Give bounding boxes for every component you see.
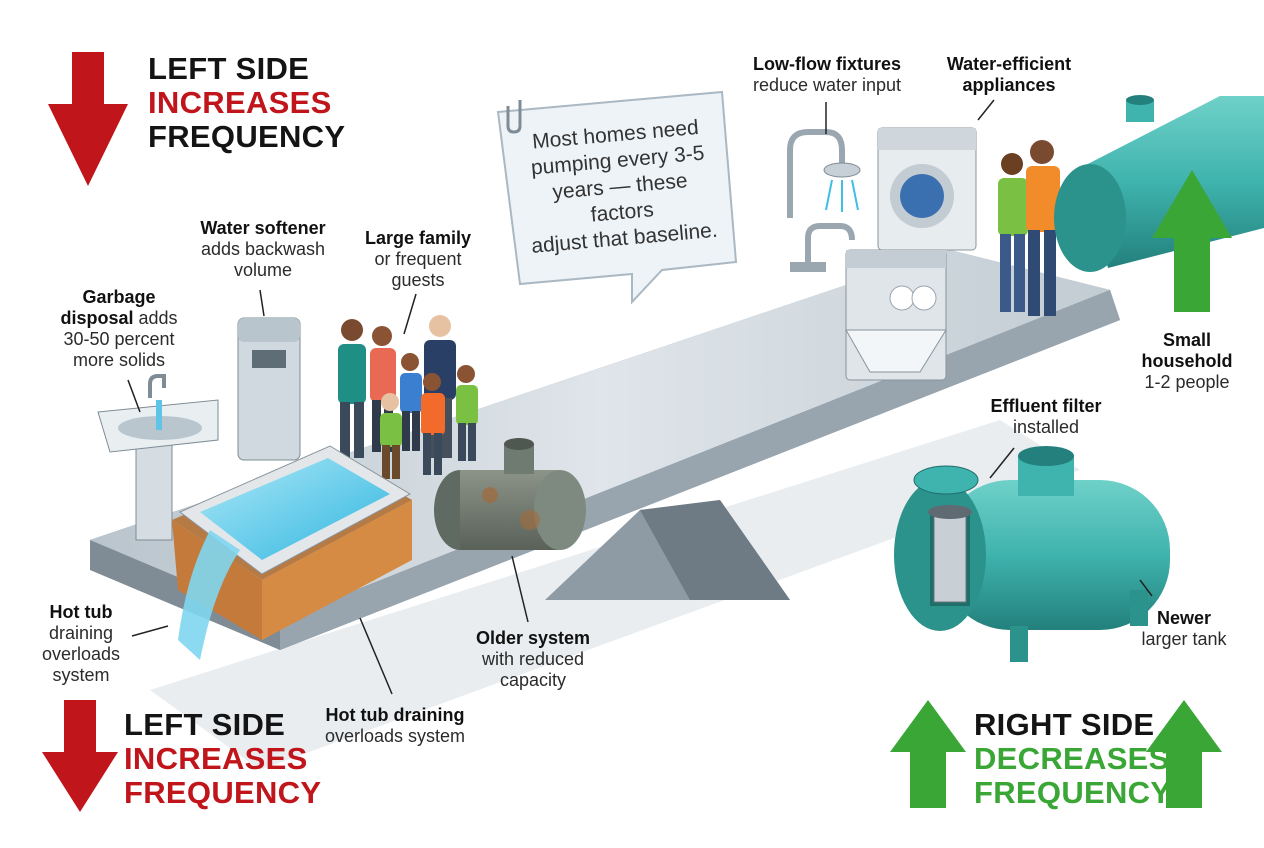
overflow-water [178,530,240,660]
headline-top-left: LEFT SIDE INCREASES FREQUENCY [148,52,345,154]
headline-line: FREQUENCY [124,775,322,810]
label-title: Newer [1156,608,1212,628]
label-line: 1-2 people [1144,372,1230,392]
headline-line: INCREASES [148,85,332,120]
hot-tub-illustration [172,445,412,660]
label-title: disposal [60,308,134,328]
label-title: Low-flow fixtures [753,54,901,74]
label-title: Water softener [200,218,326,238]
label-garbage-disposal: Garbage disposal adds 30-50 percent more… [44,287,194,371]
label-older-system: Older system with reduced capacity [458,628,608,691]
headline-line: LEFT SIDE [148,51,310,86]
sink-illustration [97,374,219,541]
label-line: volume [233,260,293,280]
label-efficient-appliances: Water-efficient appliances [928,54,1090,96]
label-line: reduce water input [752,75,902,95]
label-title: Garbage [82,287,156,307]
label-text: adds [133,308,178,328]
label-title: Hot tub draining [325,705,465,725]
label-line: installed [1012,417,1080,437]
label-line: capacity [499,670,567,690]
family-illustration [338,315,478,479]
label-title: Large family [364,228,472,248]
label-line: overloads [41,644,121,664]
water-softener-illustration [237,317,301,461]
label-line: disposal adds [44,308,194,329]
up-arrow-bottom-right-b [1146,700,1222,808]
label-line: more solids [72,350,166,370]
headline-line: RIGHT SIDE [974,707,1155,742]
callout-text: Most homes need pumping every 3-5 years … [515,114,726,261]
label-line: system [52,665,110,685]
label-line: guests [391,270,445,290]
label-line: or frequent [374,249,462,269]
headline-line: FREQUENCY [974,775,1172,810]
label-title: Older system [475,628,591,648]
headline-line: INCREASES [124,741,308,776]
label-line: draining [48,623,114,643]
label-newer-tank: Newer larger tank [1124,608,1244,650]
headline-line: DECREASES [974,741,1170,776]
label-line: with reduced [481,649,585,669]
up-arrow-right-top [1152,170,1232,312]
label-title: Small [1162,330,1212,350]
label-title: Hot tub [49,602,113,622]
label-small-household: Small household 1-2 people [1112,330,1262,393]
down-arrow-bottom-left [42,700,118,812]
couple-illustration [998,140,1060,316]
headline-bottom-left: LEFT SIDE INCREASES FREQUENCY [124,708,321,810]
headline-line: LEFT SIDE [124,707,286,742]
callout-bubble [496,90,738,305]
label-line: adds backwash [200,239,326,259]
label-title: household [1141,351,1233,371]
headline-line: FREQUENCY [148,119,346,154]
label-effluent-filter: Effluent filter installed [966,396,1126,438]
label-line: 30-50 percent [63,329,175,349]
washing-machine-illustration [877,127,977,251]
label-water-softener: Water softener adds backwash volume [178,218,348,281]
label-line: overloads system [324,726,466,746]
leader-lines [127,99,1153,695]
old-tank-illustration [434,438,586,550]
label-large-family: Large family or frequent guests [350,228,486,291]
large-tank-illustration [1054,95,1264,272]
low-flow-fixtures-illustration [787,129,861,272]
label-title: Effluent filter [990,396,1102,416]
label-title: Water-efficient [946,54,1072,74]
label-hot-tub-bottom: Hot tub draining overloads system [300,705,490,747]
up-arrow-bottom-right-a [890,700,966,808]
label-title: appliances [962,75,1056,95]
label-hot-tub-left: Hot tub draining overloads system [26,602,136,686]
label-line: larger tank [1141,629,1227,649]
dishwasher-illustration [845,249,947,381]
label-low-flow-fixtures: Low-flow fixtures reduce water input [732,54,922,96]
effluent-tank-illustration [894,446,1170,662]
headline-bottom-right: RIGHT SIDE DECREASES FREQUENCY [974,708,1171,810]
down-arrow-top-left [48,52,128,186]
